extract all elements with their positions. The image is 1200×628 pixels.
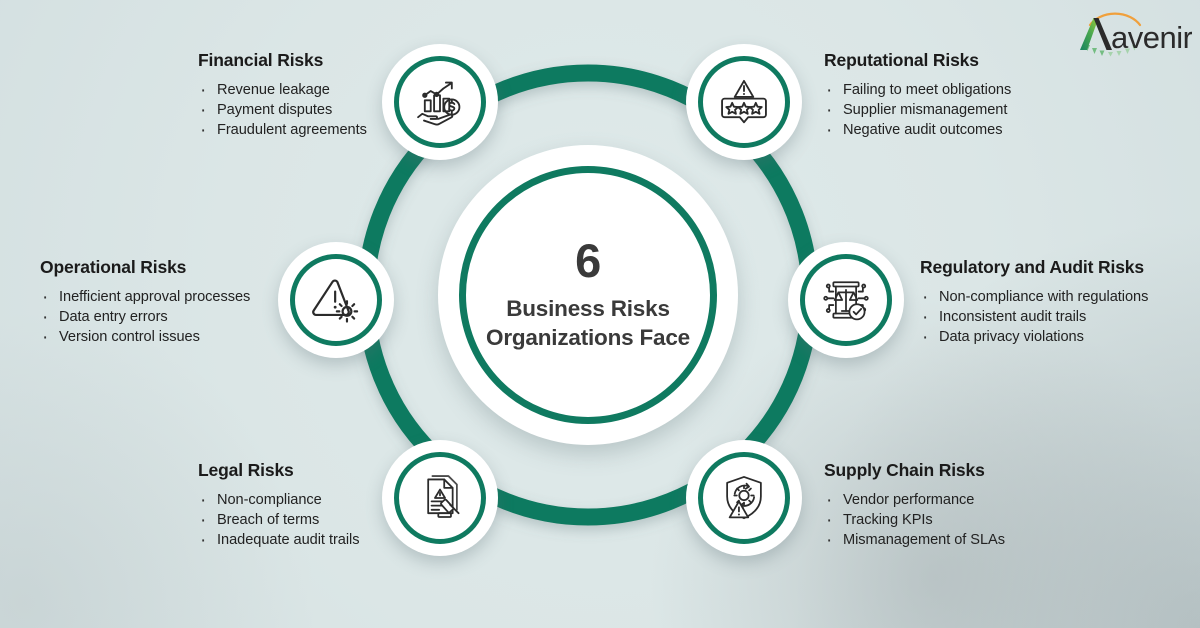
hub-title-line-1: Business Risks (506, 296, 670, 322)
list-item: Inefficient approval processes (40, 285, 250, 311)
list-item: Data privacy violations (920, 325, 1148, 351)
block-financial-bullets: Revenue leakage Payment disputes Fraudul… (198, 78, 367, 145)
node-regulatory[interactable] (788, 242, 904, 358)
list-item: Payment disputes (198, 98, 367, 124)
list-item: Negative audit outcomes (824, 118, 1011, 144)
block-reputational-title: Reputational Risks (824, 50, 979, 70)
list-item: Breach of terms (198, 508, 359, 534)
svg-text:avenir: avenir (1111, 20, 1192, 55)
list-item: Non-compliance (198, 488, 359, 514)
block-legal-bullets: Non-compliance Breach of terms Inadequat… (198, 488, 360, 555)
list-item: Non-compliance with regulations (920, 285, 1148, 311)
hub-count: 6 (575, 234, 601, 288)
star-rating-warning-icon (721, 79, 767, 124)
aavenir-logo: avenir (1070, 8, 1193, 62)
node-supply-chain-ring (698, 452, 790, 544)
legal-scales-check-icon (823, 281, 869, 321)
block-legal: Legal Risks Non-compliance Breach of ter… (198, 460, 360, 555)
node-reputational[interactable] (686, 44, 802, 160)
shield-gear-warning-icon (726, 476, 762, 520)
list-item: Vendor performance (824, 488, 1005, 514)
node-financial-ring (394, 56, 486, 148)
block-supply-chain-bullets: Vendor performance Tracking KPIs Mismana… (824, 488, 1005, 555)
document-gavel-warning-icon (427, 475, 460, 518)
center-hub-inner: 6 Business Risks Organizations Face (459, 166, 717, 424)
block-reputational: Reputational Risks Failing to meet oblig… (824, 50, 1011, 145)
list-item: Fraudulent agreements (198, 118, 367, 144)
block-financial: Financial Risks Revenue leakage Payment … (198, 50, 367, 145)
node-regulatory-ring (800, 254, 892, 346)
center-hub: 6 Business Risks Organizations Face (438, 145, 738, 445)
block-supply-chain: Supply Chain Risks Vendor performance Tr… (824, 460, 1005, 555)
node-operational[interactable] (278, 242, 394, 358)
node-legal[interactable] (382, 440, 498, 556)
chart-money-hand-icon (417, 81, 461, 126)
block-operational: Operational Risks Inefficient approval p… (40, 257, 250, 352)
aavenir-logo-mark: avenir (1080, 12, 1193, 57)
node-supply-chain[interactable] (686, 440, 802, 556)
list-item: Failing to meet obligations (824, 78, 1011, 104)
block-regulatory-bullets: Non-compliance with regulations Inconsis… (920, 285, 1148, 352)
list-item: Mismanagement of SLAs (824, 528, 1005, 554)
block-operational-bullets: Inefficient approval processes Data entr… (40, 285, 250, 352)
node-operational-ring (290, 254, 382, 346)
block-reputational-bullets: Failing to meet obligations Supplier mis… (824, 78, 1011, 145)
block-regulatory: Regulatory and Audit Risks Non-complianc… (920, 257, 1148, 352)
node-reputational-ring (698, 56, 790, 148)
block-operational-title: Operational Risks (40, 257, 187, 277)
list-item: Version control issues (40, 325, 250, 351)
list-item: Data entry errors (40, 305, 250, 331)
block-legal-title: Legal Risks (198, 460, 294, 480)
node-legal-ring (394, 452, 486, 544)
list-item: Revenue leakage (198, 78, 367, 104)
block-regulatory-title: Regulatory and Audit Risks (920, 257, 1144, 277)
list-item: Tracking KPIs (824, 508, 1005, 534)
node-financial[interactable] (382, 44, 498, 160)
list-item: Supplier mismanagement (824, 98, 1011, 124)
list-item: Inconsistent audit trails (920, 305, 1148, 331)
block-supply-chain-title: Supply Chain Risks (824, 460, 985, 480)
block-financial-title: Financial Risks (198, 50, 324, 70)
hub-title-line-2: Organizations Face (486, 325, 690, 350)
list-item: Inadequate audit trails (198, 528, 360, 554)
warning-gear-icon (312, 279, 359, 323)
